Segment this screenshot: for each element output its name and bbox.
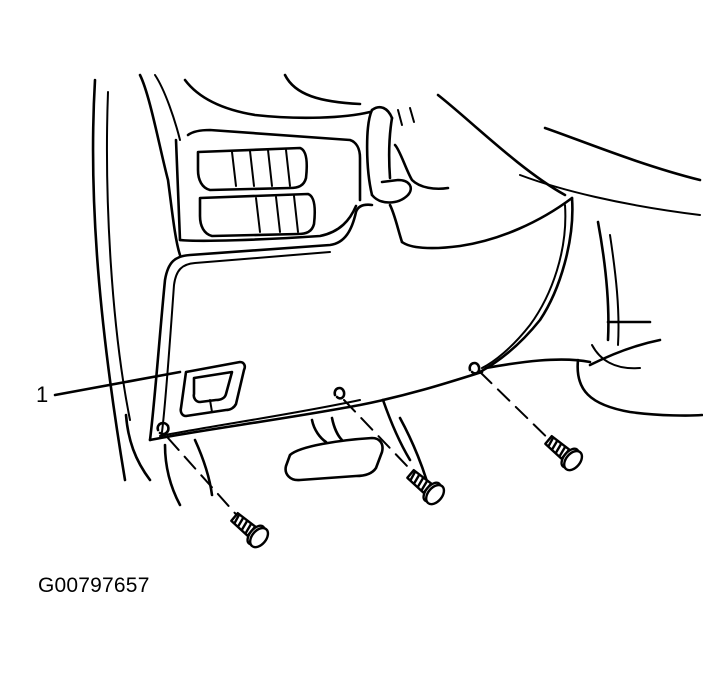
cover-access-opening	[179, 360, 247, 418]
callout-1: 1	[36, 370, 182, 407]
brake-pedal	[284, 416, 384, 482]
screw-icon	[230, 511, 270, 549]
left-pillar-lines	[91, 78, 152, 482]
callout-label: 1	[36, 382, 48, 407]
mounting-holes	[156, 361, 481, 436]
steering-column	[365, 105, 450, 244]
installation-dash-lines	[167, 371, 563, 531]
figure-id: G00797657	[38, 574, 150, 597]
screw-icon	[544, 434, 584, 472]
lower-vent-opening	[198, 192, 317, 238]
upper-dash-lines	[138, 73, 702, 257]
lower-cover-panel	[148, 196, 574, 442]
upper-vent-opening	[196, 146, 309, 192]
center-console	[174, 128, 362, 243]
screw-icon	[406, 468, 446, 506]
right-side-lines	[484, 220, 703, 417]
